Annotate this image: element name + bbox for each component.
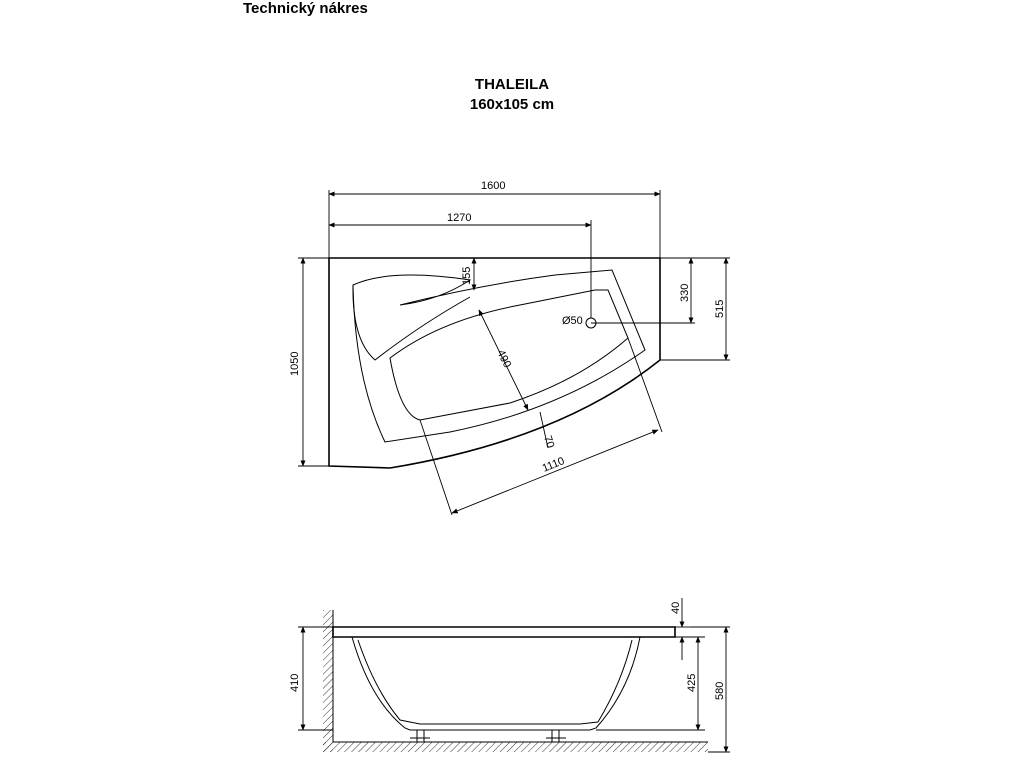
page-title: Technický nákres <box>243 0 368 17</box>
floor-hatch <box>323 742 708 752</box>
product-name: THALEILA <box>474 76 550 93</box>
dim-left-height-label: 410 <box>289 674 301 692</box>
wall-hatch <box>323 610 333 752</box>
dim-drain-x-label: 1270 <box>447 212 471 224</box>
dim-rim-thickness-label: 40 <box>670 602 682 614</box>
tub-body-inner <box>357 639 633 725</box>
tub-rim-contour <box>352 269 646 443</box>
leg-left <box>416 729 425 743</box>
tub-outline <box>328 257 661 469</box>
dim-ledge-label: 70 <box>541 434 556 449</box>
top-view: 1600 1270 1050 155 330 515 Ø50 490 70 <box>289 180 730 516</box>
tub-rim <box>332 626 676 638</box>
tub-headrest <box>352 284 471 361</box>
dim-inner-width-label: 490 <box>494 348 513 370</box>
tub-basin <box>389 289 629 421</box>
dim-drain-y-label: 330 <box>679 284 691 302</box>
dim-total-height-label: 580 <box>714 682 726 700</box>
tub-body <box>351 636 641 731</box>
dim-rim-label: 155 <box>461 267 473 285</box>
dim-side-label: 515 <box>714 300 726 318</box>
dim-inner-depth-label: 425 <box>686 674 698 692</box>
product-size: 160x105 cm <box>469 96 555 113</box>
leg-right <box>551 729 560 743</box>
dim-drain-dia-label: Ø50 <box>562 315 583 327</box>
dim-width-label: 1600 <box>481 180 505 192</box>
dim-height-label: 1050 <box>289 352 301 376</box>
side-view: 410 40 425 580 <box>289 598 730 753</box>
